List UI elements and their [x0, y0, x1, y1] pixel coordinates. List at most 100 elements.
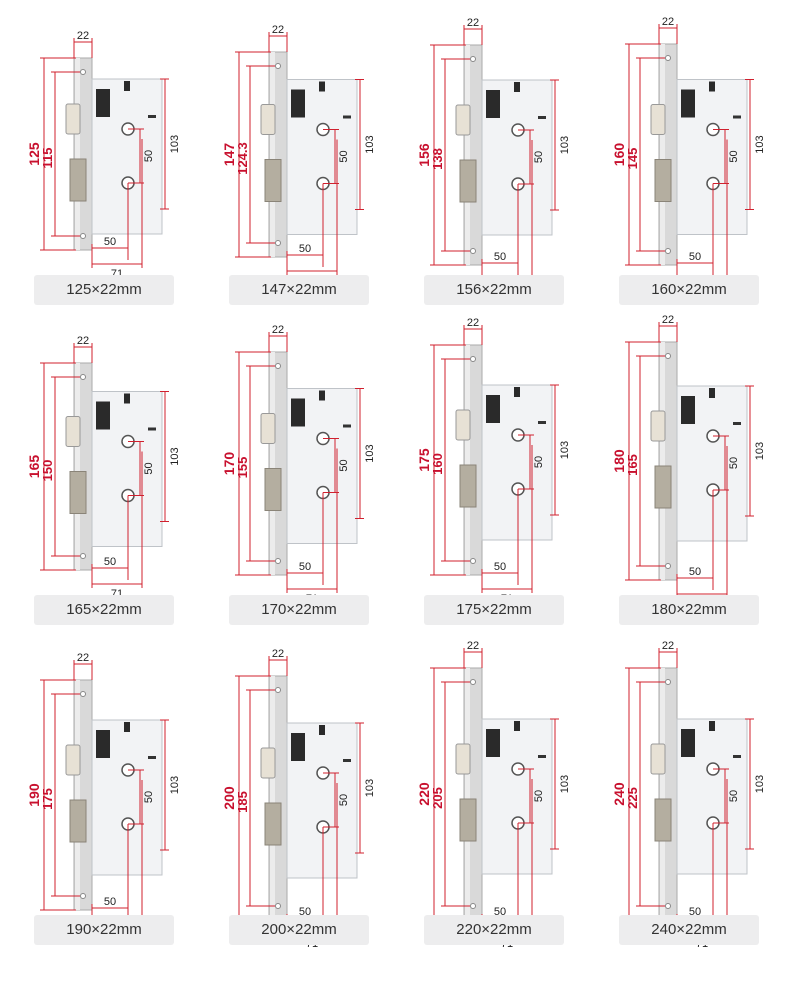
total-length-value: 165 [26, 455, 42, 479]
product-card: 15613822103505071156×22mm [390, 0, 580, 320]
faceplate-width-value: 22 [467, 640, 479, 652]
screw-hole [470, 248, 476, 254]
size-label: 165×22mm [34, 595, 174, 625]
hole-distance-value: 138 [430, 148, 445, 170]
faceplate-width-value: 22 [77, 335, 89, 347]
screw-hole [275, 687, 281, 693]
screw-hole [275, 903, 281, 909]
total-length-value: 200 [221, 786, 237, 810]
hole-spacing-value: 50 [728, 790, 740, 802]
case-height-value: 103 [754, 775, 766, 793]
lock-case [91, 719, 163, 876]
hole-distance-value: 115 [40, 148, 55, 169]
screw-hole [80, 691, 86, 697]
faceplate-width-value: 22 [77, 30, 89, 42]
total-length-value: 170 [221, 452, 237, 476]
case-height-value: 103 [559, 136, 571, 154]
case-height-value: 103 [169, 135, 181, 153]
case-height-value: 103 [559, 775, 571, 793]
hole-spacing-value: 50 [143, 791, 155, 803]
screw-hole [665, 55, 671, 61]
hole-spacing-value: 50 [728, 457, 740, 469]
case-height-value: 103 [364, 779, 376, 797]
hole-spacing-value: 50 [533, 456, 545, 468]
screw-hole [665, 903, 671, 909]
total-length-value: 180 [611, 449, 627, 473]
hole-spacing-value: 50 [338, 459, 350, 471]
size-label: 200×22mm [229, 915, 369, 945]
lock-dimension-diagram: 20018522103505071 [221, 648, 376, 950]
total-length-value: 175 [416, 448, 432, 472]
hole-spacing-value: 50 [143, 462, 155, 474]
hole-distance-value: 225 [625, 787, 640, 809]
backset-value: 50 [104, 556, 116, 568]
case-height-value: 103 [169, 776, 181, 794]
case-height-value: 103 [754, 442, 766, 460]
screw-hole [80, 374, 86, 380]
faceplate-width-value: 22 [272, 324, 284, 336]
size-label: 147×22mm [229, 275, 369, 305]
lock-dimension-diagram: 17516022103505071 [416, 317, 571, 605]
product-card: 18016522103505071180×22mm [585, 314, 775, 640]
faceplate-width-value: 22 [467, 17, 479, 29]
screw-hole [275, 240, 281, 246]
size-label: 125×22mm [34, 275, 174, 305]
hole-distance-value: 150 [40, 460, 55, 482]
lock-dimension-diagram: 18016522103505071 [611, 314, 766, 610]
lock-dimension-diagram: 17015522103505071 [221, 324, 376, 605]
screw-hole [665, 563, 671, 569]
screw-hole [275, 363, 281, 369]
product-card: 24022522103505071240×22mm [585, 640, 775, 960]
lock-dimension-diagram: 19017522103505071 [26, 652, 181, 940]
hole-spacing-value: 50 [338, 794, 350, 806]
screw-hole [275, 558, 281, 564]
backset-value: 50 [689, 566, 701, 578]
backset-value: 50 [689, 251, 701, 263]
hole-distance-value: 175 [40, 788, 55, 810]
size-label: 190×22mm [34, 915, 174, 945]
size-label: 180×22mm [619, 595, 759, 625]
total-length-value: 240 [611, 782, 627, 806]
screw-hole [665, 248, 671, 254]
hole-distance-value: 124.3 [235, 142, 250, 175]
product-card: 17516022103505071175×22mm [390, 317, 580, 640]
case-height-value: 103 [559, 441, 571, 459]
faceplate-width-value: 22 [662, 16, 674, 28]
screw-hole [275, 63, 281, 69]
size-label: 175×22mm [424, 595, 564, 625]
size-label: 220×22mm [424, 915, 564, 945]
faceplate-width-value: 22 [272, 24, 284, 36]
case-height-value: 103 [364, 135, 376, 153]
screw-hole [470, 356, 476, 362]
screw-hole [80, 233, 86, 239]
hole-spacing-value: 50 [533, 790, 545, 802]
lock-dimension-diagram: 22020522103505071 [416, 640, 571, 950]
hole-distance-value: 185 [235, 791, 250, 813]
faceplate-width-value: 22 [272, 648, 284, 660]
faceplate-width-value: 22 [662, 314, 674, 326]
lock-dimension-diagram: 15613822103505071 [416, 17, 571, 295]
total-length-value: 156 [416, 143, 432, 167]
faceplate-width-value: 22 [77, 652, 89, 664]
hole-distance-value: 205 [430, 787, 445, 809]
size-label: 170×22mm [229, 595, 369, 625]
faceplate-width-value: 22 [467, 317, 479, 329]
backset-value: 50 [104, 896, 116, 908]
screw-hole [470, 558, 476, 564]
case-height-value: 103 [754, 135, 766, 153]
screw-hole [665, 353, 671, 359]
product-card: 16014522103505071160×22mm [585, 0, 775, 320]
size-label: 240×22mm [619, 915, 759, 945]
faceplate-width-value: 22 [662, 640, 674, 652]
screw-hole [80, 69, 86, 75]
size-label: 156×22mm [424, 275, 564, 305]
screw-hole [665, 679, 671, 685]
total-length-value: 160 [611, 143, 627, 167]
lock-dimension-diagram: 16014522103505071 [611, 16, 766, 295]
